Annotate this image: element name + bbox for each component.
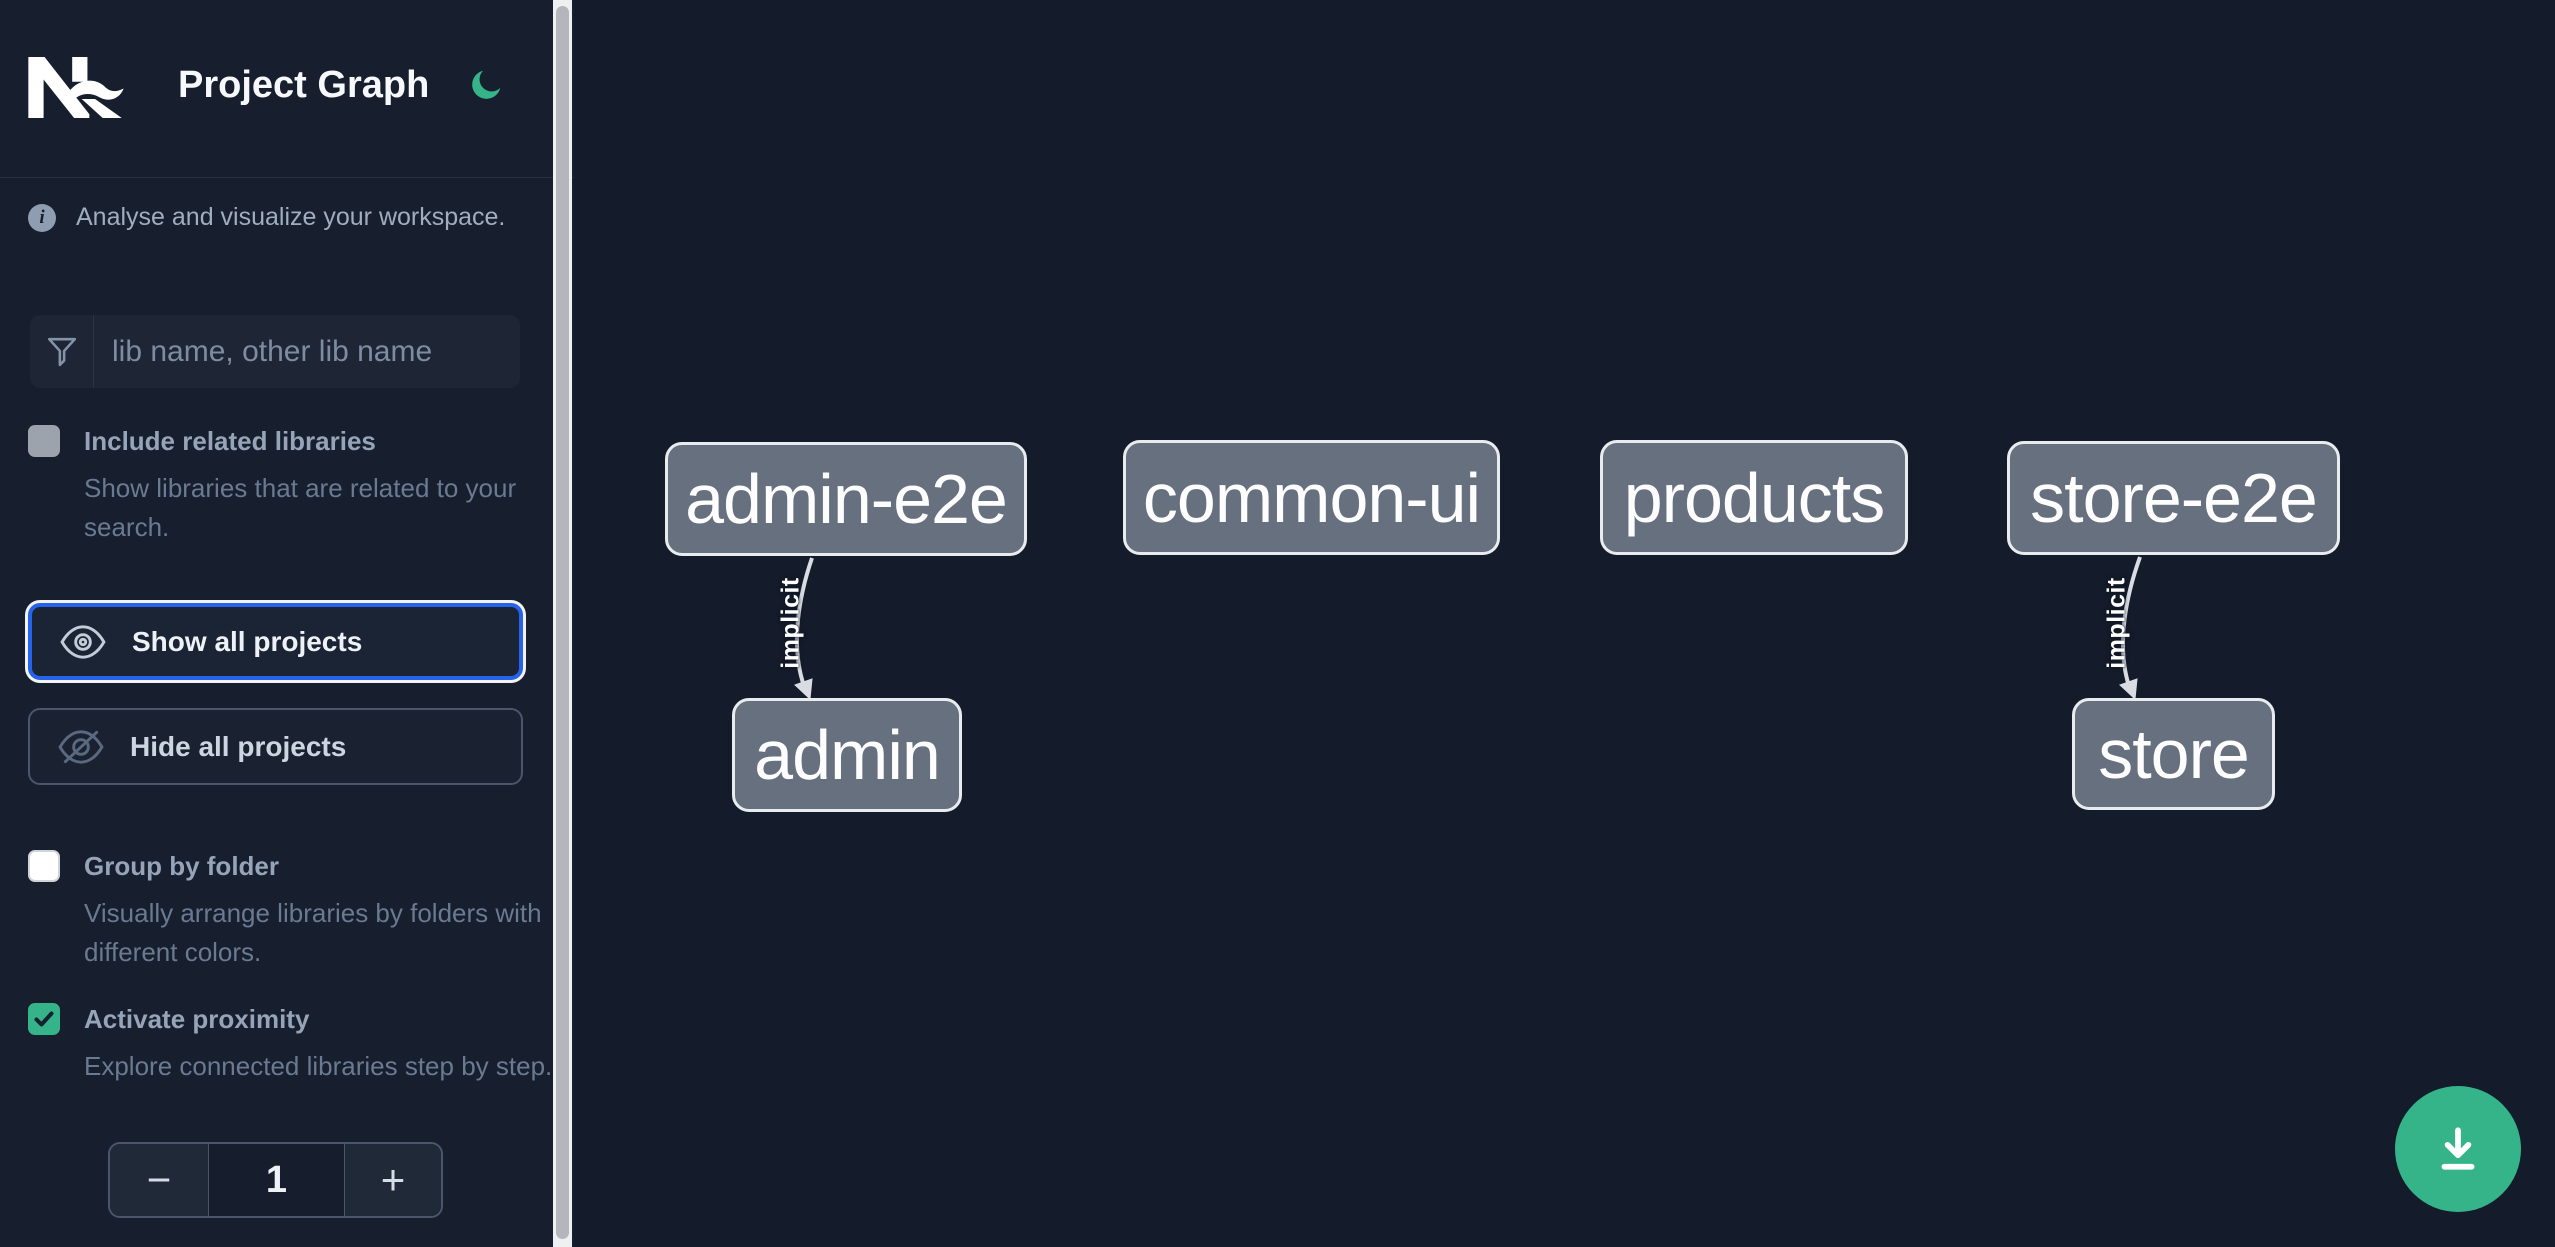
info-icon: i	[28, 203, 56, 232]
check-icon	[34, 1011, 54, 1027]
increment-button[interactable]: +	[344, 1144, 441, 1216]
search-input[interactable]	[94, 315, 520, 388]
graph-node-common-ui[interactable]: common-ui	[1123, 440, 1500, 555]
theme-toggle-button[interactable]	[464, 66, 506, 108]
hide-all-projects-label: Hide all projects	[130, 730, 347, 762]
group-by-folder-description: Visually arrange libraries by folders wi…	[84, 898, 542, 967]
arrowhead-icon	[794, 678, 813, 701]
show-all-projects-button[interactable]: Show all projects	[28, 603, 523, 680]
edge-label-store-e2e-store: implicit	[2102, 577, 2131, 669]
download-image-button[interactable]	[2395, 1086, 2521, 1212]
page-title: Project Graph	[178, 64, 430, 106]
edge-store-e2e-store	[2120, 556, 2142, 687]
sidebar-header: Project Graph	[0, 0, 574, 178]
graph-node-store-e2e[interactable]: store-e2e	[2007, 441, 2340, 555]
activate-proximity-checkbox[interactable]	[28, 1003, 60, 1035]
moon-icon	[472, 70, 501, 99]
show-all-projects-label: Show all projects	[132, 625, 363, 657]
hide-all-projects-button[interactable]: Hide all projects	[28, 708, 523, 785]
eye-off-icon	[58, 729, 104, 764]
graph-node-admin[interactable]: admin	[732, 698, 962, 812]
sidebar: Project Graph i Analyse and visualize yo…	[0, 0, 574, 1247]
group-by-folder-checkbox[interactable]	[28, 850, 60, 882]
activate-proximity-label: Activate proximity	[84, 1004, 310, 1034]
edge-admin-e2e-admin	[794, 557, 814, 687]
download-icon	[2441, 1127, 2475, 1170]
edge-label-admin-e2e-admin: implicit	[776, 577, 805, 669]
group-by-folder-label: Group by folder	[84, 851, 279, 881]
depth-value[interactable]: 1	[209, 1144, 344, 1216]
sidebar-scrollbar-thumb[interactable]	[556, 6, 569, 1239]
workspace-tagline: Analyse and visualize your workspace.	[76, 203, 506, 231]
include-related-description: Show libraries that are related to your …	[84, 473, 517, 542]
proximity-depth-stepper: − 1 +	[108, 1142, 443, 1218]
include-related-checkbox[interactable]	[28, 425, 60, 457]
workspace-info-row: i Analyse and visualize your workspace.	[28, 203, 505, 232]
search-box	[30, 315, 520, 388]
nx-logo-icon	[28, 57, 124, 118]
arrowhead-icon	[2119, 678, 2138, 701]
graph-node-products[interactable]: products	[1600, 440, 1908, 555]
graph-node-admin-e2e[interactable]: admin-e2e	[665, 442, 1027, 556]
activate-proximity-description: Explore connected libraries step by step…	[84, 1051, 553, 1081]
sidebar-scrollbar-track	[553, 0, 572, 1247]
graph-node-store[interactable]: store	[2072, 698, 2275, 810]
eye-icon	[60, 624, 106, 659]
decrement-button[interactable]: −	[110, 1144, 209, 1216]
filter-funnel-icon	[30, 315, 94, 388]
include-related-label: Include related libraries	[84, 426, 376, 456]
